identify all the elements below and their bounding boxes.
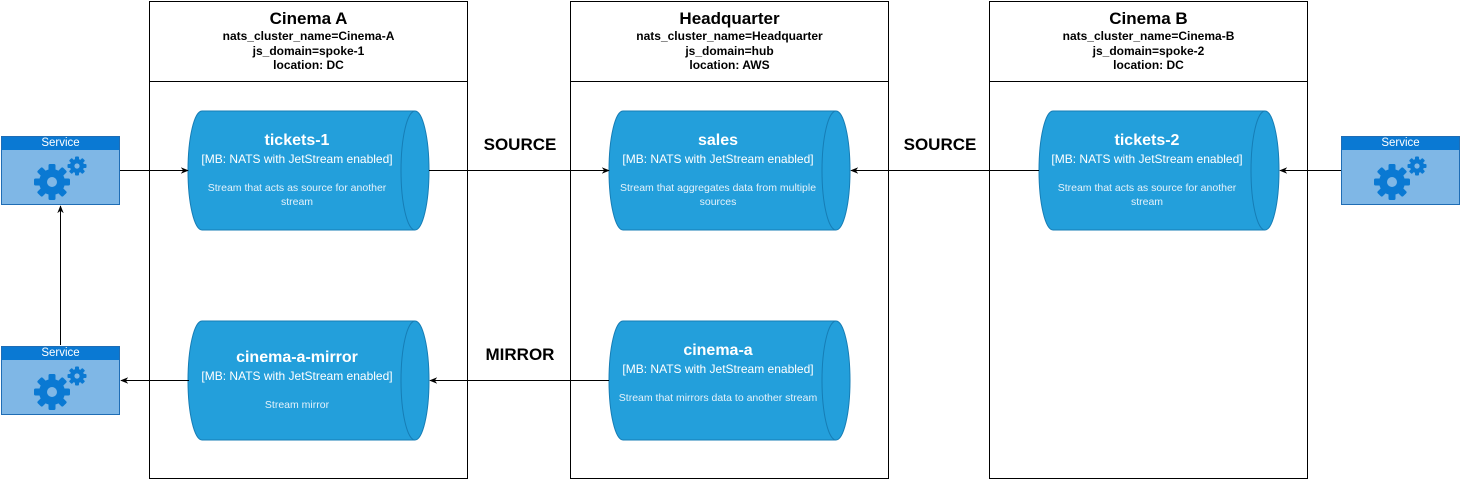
cluster-name-label: nats_cluster_name=Headquarter [636, 29, 823, 43]
stream-type: [MB: NATS with JetStream enabled] [201, 152, 393, 166]
stream-type: [MB: NATS with JetStream enabled] [1051, 152, 1243, 166]
stream-cylinder-cinema-a-mirror[interactable] [187, 320, 430, 441]
js-domain-label: js_domain=spoke-2 [1092, 43, 1205, 58]
stream-name: tickets-2 [1114, 132, 1180, 149]
stream-type: [MB: NATS with JetStream enabled] [622, 152, 814, 166]
location-label: location: DC [273, 58, 344, 72]
stream-name: tickets-1 [264, 132, 330, 149]
stream-description: Stream that mirrors data to another stre… [618, 392, 818, 404]
cluster-headquarter-header: Headquarter nats_cluster_name=Headquarte… [571, 2, 888, 82]
location-label: location: DC [1113, 58, 1184, 72]
gears-icon [34, 156, 87, 200]
cluster-title: Cinema A [269, 9, 348, 28]
gears-icon [34, 366, 87, 410]
stream-cinema-a-text: cinema-a [MB: NATS with JetStream enable… [617, 341, 819, 405]
stream-type: [MB: NATS with JetStream enabled] [622, 362, 814, 376]
service-label: Service [1342, 137, 1459, 150]
service-label: Service [2, 347, 119, 360]
stream-cylinder-tickets-1[interactable] [187, 110, 430, 231]
stream-description: Stream mirror [264, 399, 330, 411]
service-right[interactable]: Service [1341, 136, 1460, 205]
stream-cylinder-sales[interactable] [608, 110, 851, 231]
cluster-cinema-b-header: Cinema B nats_cluster_name=Cinema-B js_d… [990, 2, 1307, 82]
link-label-source-right: SOURCE [903, 135, 977, 154]
stream-type: [MB: NATS with JetStream enabled] [201, 369, 393, 383]
stream-name: cinema-a-mirror [236, 349, 358, 366]
stream-cinema-a-mirror-text: cinema-a-mirror [MB: NATS with JetStream… [196, 348, 398, 412]
cluster-title: Cinema B [1109, 9, 1188, 28]
service-left-bottom[interactable]: Service [1, 346, 120, 415]
stream-cylinder-cinema-a[interactable] [608, 320, 851, 441]
stream-tickets-2-text: tickets-2 [MB: NATS with JetStream enabl… [1046, 131, 1248, 209]
stream-sales-text: sales [MB: NATS with JetStream enabled] … [617, 131, 819, 209]
link-label-mirror: MIRROR [485, 345, 555, 364]
gears-icon [1374, 156, 1427, 200]
stream-cylinder-tickets-2[interactable] [1038, 110, 1280, 231]
stream-tickets-1-text: tickets-1 [MB: NATS with JetStream enabl… [196, 131, 398, 209]
stream-description: Stream that aggregates data from multipl… [619, 182, 817, 208]
cluster-cinema-a-header: Cinema A nats_cluster_name=Cinema-A js_d… [150, 2, 467, 82]
stream-name: sales [697, 132, 739, 149]
service-left-top[interactable]: Service [1, 136, 120, 205]
stream-name: cinema-a [683, 342, 753, 359]
location-label: location: AWS [689, 58, 770, 72]
cluster-name-label: nats_cluster_name=Cinema-A [222, 29, 395, 43]
cluster-cinema-b: Cinema B nats_cluster_name=Cinema-B js_d… [989, 1, 1308, 479]
cluster-title: Headquarter [679, 9, 780, 28]
stream-description: Stream that acts as source for another s… [1057, 182, 1237, 208]
cluster-name-label: nats_cluster_name=Cinema-B [1062, 29, 1235, 43]
service-label: Service [2, 137, 119, 150]
stream-description: Stream that acts as source for another s… [207, 182, 387, 208]
js-domain-label: js_domain=spoke-1 [252, 43, 365, 58]
link-label-source-left: SOURCE [483, 135, 557, 154]
js-domain-label: js_domain=hub [685, 43, 774, 58]
